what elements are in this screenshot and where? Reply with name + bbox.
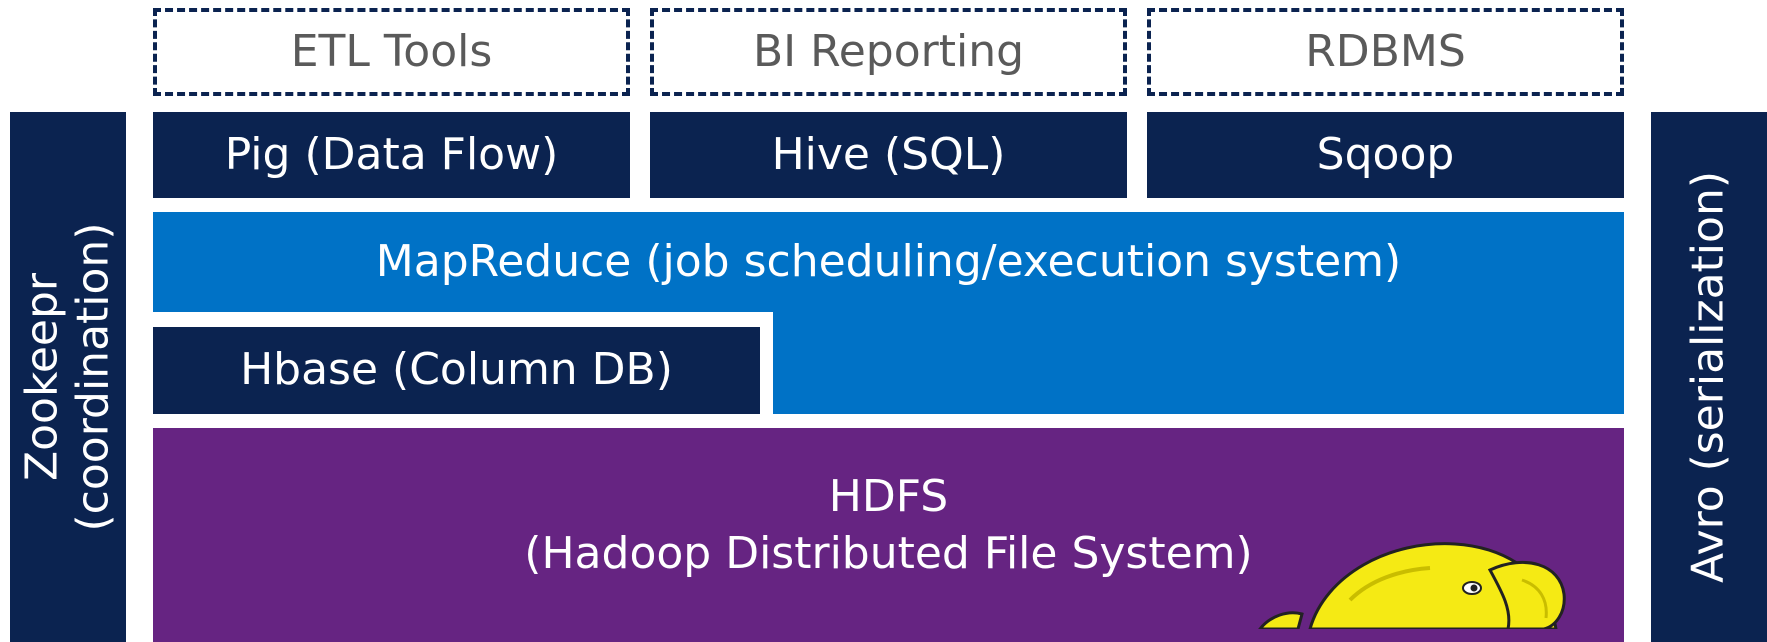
hdfs-title: HDFS (828, 471, 949, 522)
mapreduce-box: MapReduce (job scheduling/execution syst… (153, 212, 1624, 312)
hive-box: Hive (SQL) (650, 112, 1127, 198)
zookeeper-title: Zookeepr (16, 272, 68, 482)
zookeeper-subtitle: (coordination) (67, 222, 118, 532)
bi-reporting-box: BI Reporting (650, 8, 1127, 96)
hdfs-box: HDFS (Hadoop Distributed File System) (153, 428, 1624, 642)
avro-bar: Avro (serialization) (1651, 112, 1767, 642)
pig-box: Pig (Data Flow) (153, 112, 630, 198)
avro-label: Avro (serialization) (1682, 171, 1734, 583)
hdfs-label: HDFS (Hadoop Distributed File System) (153, 468, 1624, 582)
hbase-box: Hbase (Column DB) (153, 327, 760, 414)
mapreduce-extension (773, 310, 1624, 414)
zookeeper-bar: Zookeepr (coordination) (10, 112, 126, 642)
zookeeper-label: Zookeepr (coordination) (16, 222, 118, 532)
etl-tools-box: ETL Tools (153, 8, 630, 96)
sqoop-box: Sqoop (1147, 112, 1624, 198)
hadoop-elephant-icon (1258, 542, 1566, 629)
hdfs-subtitle: (Hadoop Distributed File System) (524, 528, 1253, 579)
rdbms-box: RDBMS (1147, 8, 1624, 96)
